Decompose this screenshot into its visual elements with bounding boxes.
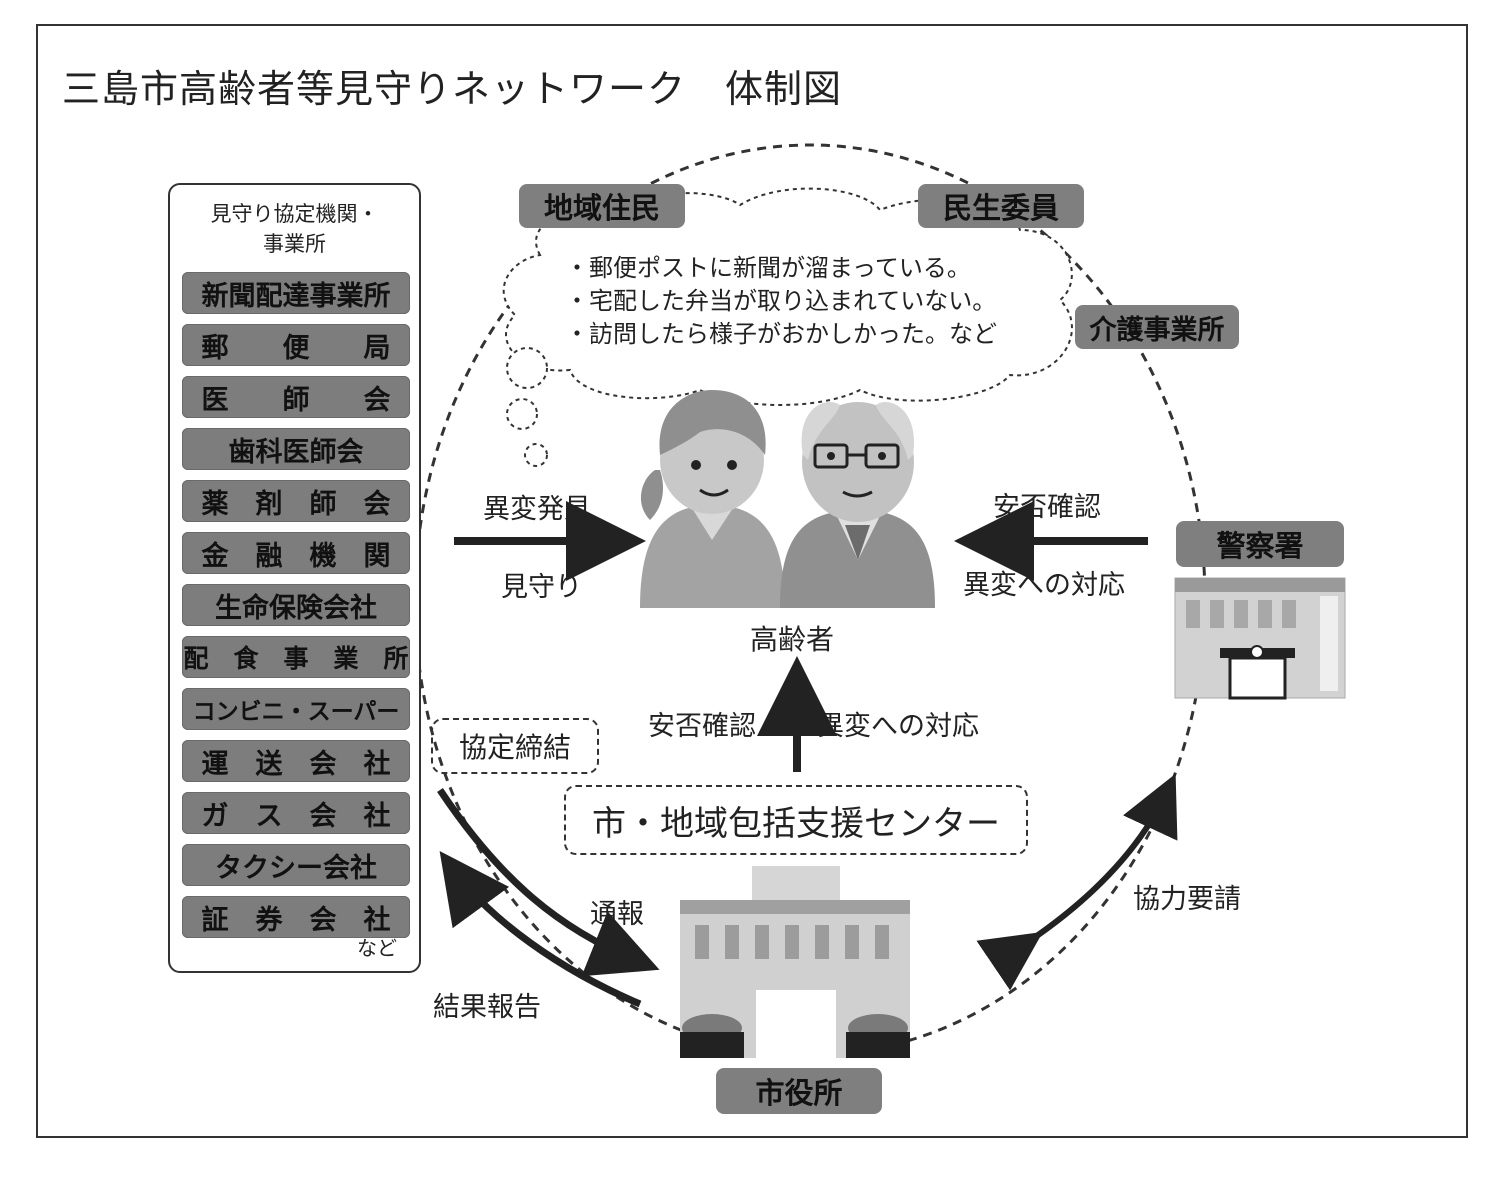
elderly-label: 高齢者 xyxy=(750,623,835,656)
agreement-box: 協定締結 xyxy=(431,718,599,774)
tag-care-office: 介護事業所 xyxy=(1075,305,1239,349)
tag-police-station: 警察署 xyxy=(1176,521,1344,567)
thought-cloud xyxy=(502,187,1073,467)
elderly-man-illustration xyxy=(780,402,935,608)
city-hall-building xyxy=(680,866,910,1058)
city-support-center-box: 市・地域包括支援センター xyxy=(564,785,1028,855)
org-taxi-company: タクシー会社 xyxy=(182,844,410,886)
tag-city-hall: 市役所 xyxy=(716,1068,882,1114)
report-arrow xyxy=(437,788,660,977)
thought-cloud-text: ・郵便ポストに新聞が溜まっている。 ・宅配した弁当が取り込まれていない。 ・訪問… xyxy=(565,252,997,351)
cloud-bullet-2: ・宅配した弁当が取り込まれていない。 xyxy=(565,287,997,315)
label-cooperation-request: 協力要請 xyxy=(1133,884,1241,915)
org-life-insurance: 生命保険会社 xyxy=(182,584,410,626)
elderly-woman-illustration xyxy=(640,390,785,608)
panel-etc: など xyxy=(357,936,397,960)
tag-welfare-commissioner: 民生委員 xyxy=(918,184,1084,228)
label-watch-over: 見守り xyxy=(501,572,582,603)
org-transport-company: 運 送 会 社 xyxy=(182,740,410,782)
label-safety-check-right: 安否確認 xyxy=(993,492,1101,523)
org-pharmacist-association: 薬 剤 師 会 xyxy=(182,480,410,522)
label-anomaly-response-right: 異変への対応 xyxy=(963,570,1125,601)
label-safety-check-up: 安否確認 xyxy=(648,711,756,742)
cooperation-arrow xyxy=(976,773,1178,991)
org-financial-institution: 金 融 機 関 xyxy=(182,532,410,574)
label-anomaly-response-up: 異変への対応 xyxy=(817,711,979,742)
panel-heading-line1: 見守り協定機関・ xyxy=(210,202,379,226)
org-post-office: 郵 便 局 xyxy=(182,324,410,366)
org-medical-association: 医 師 会 xyxy=(182,376,410,418)
diagram-title: 三島市高齢者等見守りネットワーク 体制図 xyxy=(62,67,843,111)
diagram-frame xyxy=(36,24,1468,1138)
tag-residents: 地域住民 xyxy=(519,184,685,228)
cloud-bullet-3: ・訪問したら様子がおかしかった。など xyxy=(565,320,997,348)
label-report: 通報 xyxy=(590,899,644,930)
cloud-bullet-1: ・郵便ポストに新聞が溜まっている。 xyxy=(565,254,971,282)
label-result-report: 結果報告 xyxy=(433,992,541,1023)
panel-heading-line2: 事業所 xyxy=(263,232,326,256)
org-convenience-store: コンビニ・スーパー xyxy=(182,688,410,730)
result-report-arrow xyxy=(439,851,642,1008)
panel-heading: 見守り協定機関・ 事業所 xyxy=(170,199,419,259)
org-securities-company: 証 券 会 社 xyxy=(182,896,410,938)
org-newspaper: 新聞配達事業所 xyxy=(182,272,410,314)
agreement-organizations-panel: 見守り協定機関・ 事業所 新聞配達事業所 郵 便 局 医 師 会 歯科医師会 薬… xyxy=(168,183,421,973)
org-dental-association: 歯科医師会 xyxy=(182,428,410,470)
org-gas-company: ガ ス 会 社 xyxy=(182,792,410,834)
police-station-building xyxy=(1174,577,1346,700)
org-meal-delivery: 配 食 事 業 所 xyxy=(182,636,410,678)
label-discover-anomaly: 異変発見 xyxy=(483,494,591,525)
